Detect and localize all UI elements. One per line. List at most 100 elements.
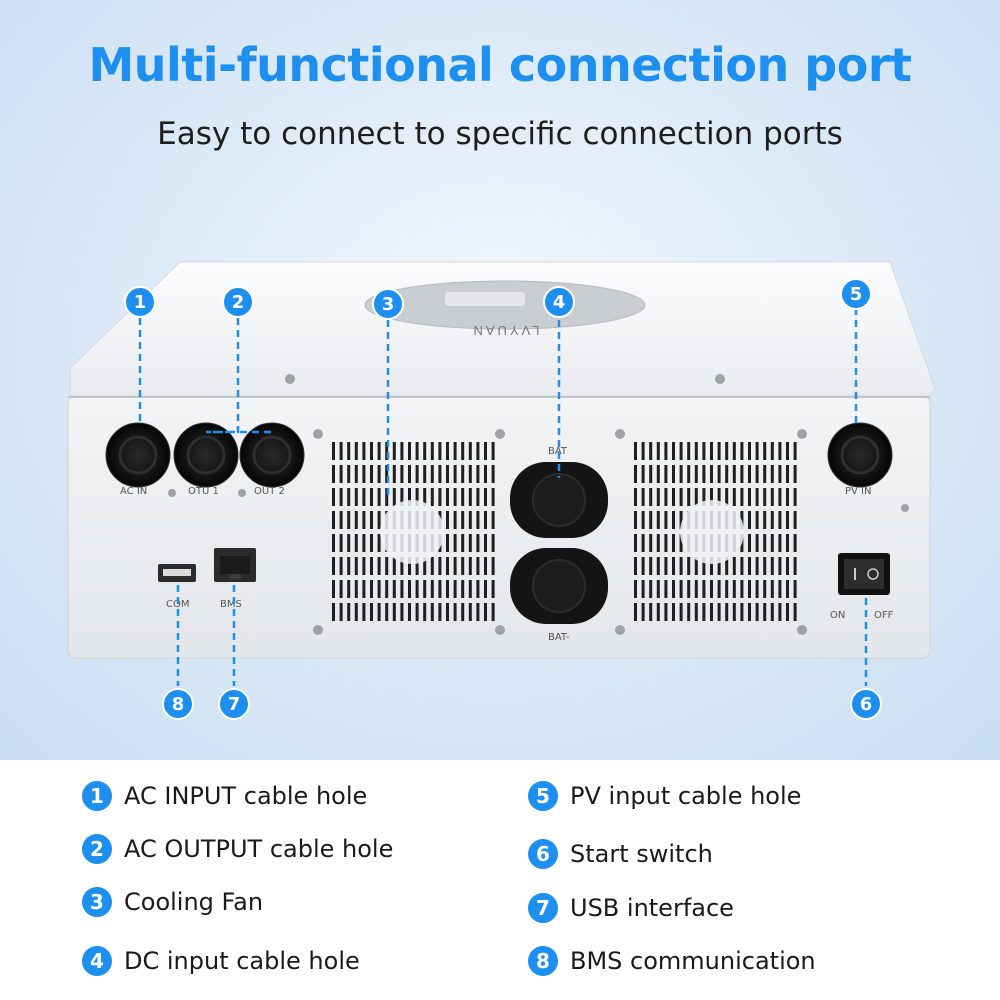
vent-slot	[770, 511, 774, 529]
vent-slot	[649, 442, 653, 460]
vent-slot	[453, 580, 457, 598]
legend-panel: 1 AC INPUT cable hole 2 AC OUTPUT cable …	[0, 760, 1000, 1000]
vent-slot	[778, 534, 782, 552]
top-display-screen	[445, 292, 525, 306]
legend-item-8: 8 BMS communication	[528, 941, 816, 981]
vent-slot	[778, 557, 782, 575]
callout-badge-8: 8	[162, 688, 194, 720]
vent-slot	[786, 603, 789, 621]
vent-slot	[476, 442, 480, 460]
callout-badge-3: 3	[372, 288, 404, 320]
vent-slot	[656, 557, 660, 575]
vent-slot	[634, 534, 637, 552]
vent-slot	[370, 580, 373, 598]
vent-screw	[313, 429, 323, 439]
vent-slot	[461, 488, 465, 506]
vent-slot	[415, 557, 419, 575]
legend-text: AC OUTPUT cable hole	[124, 835, 394, 863]
vent-slot	[672, 488, 675, 506]
vent-slot	[634, 511, 637, 529]
vent-slot	[377, 488, 381, 506]
legend-text: USB interface	[570, 894, 734, 922]
power-switch	[838, 553, 890, 595]
vent-slot	[385, 603, 389, 621]
top-screw	[285, 374, 295, 384]
vent-slot	[748, 488, 751, 506]
vent-slot	[392, 465, 396, 483]
vent-slot	[641, 534, 645, 552]
vent-slot	[370, 534, 373, 552]
legend-number: 4	[82, 946, 112, 976]
vent-slot	[491, 442, 495, 460]
vent-slot	[649, 557, 653, 575]
vent-slot	[748, 557, 751, 575]
vent-slot	[770, 488, 774, 506]
vent-slot	[370, 511, 373, 529]
bms-label: BMS	[220, 599, 242, 610]
vent-slot	[491, 557, 495, 575]
vent-slot	[763, 557, 767, 575]
vent-slot	[362, 442, 366, 460]
vent-slot	[687, 488, 691, 506]
vent-slot	[385, 557, 389, 575]
vent-slot	[641, 488, 645, 506]
vent-slot	[786, 511, 789, 529]
vent-slot	[702, 488, 706, 506]
vent-slot	[679, 488, 683, 506]
vent-slot	[755, 465, 759, 483]
out1-label: OTU 1	[188, 486, 219, 497]
vent-slot	[687, 580, 691, 598]
vent-slot	[339, 580, 343, 598]
vent-slot	[476, 557, 480, 575]
vent-slot	[694, 603, 698, 621]
vent-slot	[672, 511, 675, 529]
vent-slot	[377, 534, 381, 552]
vent-slot	[332, 442, 335, 460]
vent-slot	[446, 488, 449, 506]
vent-slot	[770, 442, 774, 460]
vent-slot	[793, 511, 797, 529]
vent-slot	[392, 442, 396, 460]
vent-slot	[377, 442, 381, 460]
vent-slot	[649, 534, 653, 552]
vent-slot	[770, 534, 774, 552]
vent-slot	[755, 488, 759, 506]
vent-slot	[717, 603, 721, 621]
vent-slot	[347, 442, 351, 460]
vent-slot	[641, 511, 645, 529]
vent-slot	[468, 534, 472, 552]
vent-slot	[732, 465, 736, 483]
vent-slot	[408, 603, 411, 621]
vent-slot	[446, 442, 449, 460]
vent-slot	[468, 603, 472, 621]
vent-slot	[664, 534, 668, 552]
vent-slot	[423, 465, 427, 483]
fan-left-icon	[380, 500, 444, 564]
vent-slot	[679, 557, 683, 575]
vent-slot	[446, 557, 449, 575]
top-screw	[715, 374, 725, 384]
usb-com-port	[158, 564, 196, 582]
legend-text: Cooling Fan	[124, 888, 264, 916]
vent-slot	[634, 580, 637, 598]
vent-slot	[763, 534, 767, 552]
vent-slot	[332, 580, 335, 598]
vent-slot	[793, 465, 797, 483]
vent-slot	[656, 511, 660, 529]
out2-port	[239, 422, 305, 488]
vent-slot	[339, 465, 343, 483]
callout-badge-6: 6	[850, 688, 882, 720]
callout-badge-2: 2	[222, 286, 254, 318]
vent-slot	[793, 557, 797, 575]
callout-number: 3	[382, 294, 395, 315]
vent-slot	[476, 603, 480, 621]
vent-slot	[362, 488, 366, 506]
vent-slot	[332, 603, 335, 621]
vent-slot	[370, 442, 373, 460]
vent-slot	[664, 580, 668, 598]
vent-slot	[649, 511, 653, 529]
vent-slot	[793, 580, 797, 598]
vent-slot	[408, 580, 411, 598]
vent-slot	[649, 603, 653, 621]
vent-slot	[347, 511, 351, 529]
